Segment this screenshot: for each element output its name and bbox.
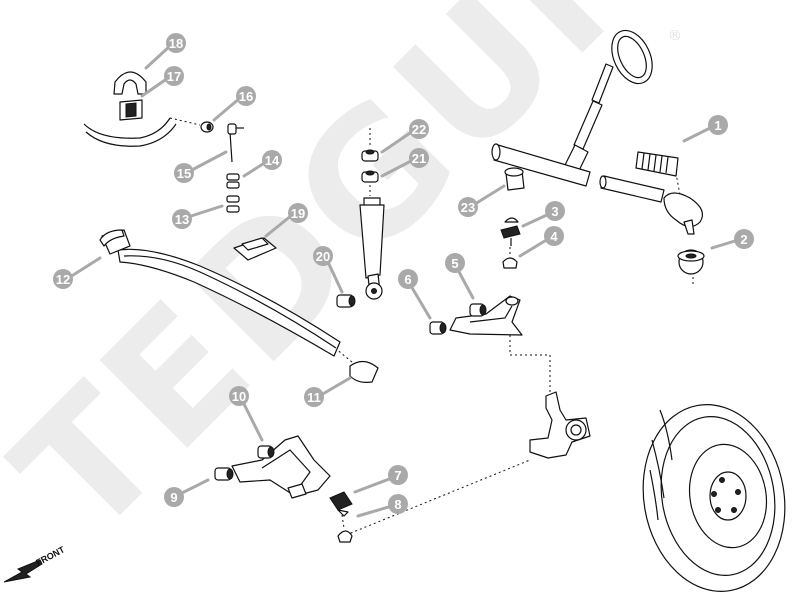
svg-text:1: 1 [714, 118, 721, 133]
callout-23: 23 [458, 184, 506, 217]
svg-text:23: 23 [461, 200, 475, 215]
svg-text:18: 18 [169, 36, 183, 51]
callout-14: 14 [242, 150, 282, 178]
svg-text:20: 20 [316, 249, 330, 264]
svg-text:15: 15 [177, 166, 191, 181]
callout-16: 16 [212, 86, 256, 122]
callout-17: 17 [140, 66, 184, 98]
svg-text:7: 7 [394, 468, 401, 483]
steering-wheel-assembly [491, 29, 653, 187]
callout-5: 5 [445, 253, 475, 300]
svg-text:19: 19 [291, 206, 305, 221]
lower-ball-joint-cap-part [337, 530, 353, 543]
sway-link-part [227, 123, 244, 163]
svg-text:16: 16 [239, 89, 253, 104]
callout-21: 21 [380, 148, 429, 178]
svg-text:13: 13 [175, 212, 189, 227]
svg-text:6: 6 [404, 272, 411, 287]
steering-bushing-part [504, 167, 525, 191]
callout-7: 7 [353, 465, 408, 494]
shock-lower-bushing-part [336, 294, 356, 308]
tie-rod-part [599, 175, 703, 235]
watermark-registered-symbol: ® [668, 28, 682, 44]
callout-22: 22 [380, 119, 429, 154]
callout-11: 11 [304, 376, 352, 407]
svg-text:8: 8 [394, 497, 401, 512]
front-label: FRONT [34, 544, 67, 568]
callout-15: 15 [174, 150, 228, 183]
svg-text:22: 22 [412, 122, 426, 137]
shock-bushing-upper-part [361, 149, 379, 162]
sway-link-washer-lower-part [226, 195, 240, 213]
lower-arm-bushing-part [214, 467, 234, 481]
callout-12: 12 [53, 256, 102, 289]
upper-control-arm-part [449, 295, 523, 336]
bushing-cap-part [502, 257, 518, 269]
svg-text:14: 14 [265, 153, 280, 168]
callout-6: 6 [398, 269, 432, 320]
sway-bar-bracket-part [113, 71, 147, 95]
callout-2: 2 [710, 229, 754, 250]
callout-badges: 1 2 3 4 5 6 7 [53, 33, 754, 518]
callout-8: 8 [356, 494, 408, 518]
spring-pad-part [233, 237, 277, 261]
svg-text:21: 21 [412, 151, 426, 166]
upper-arm-bushing-inner-part [429, 321, 447, 335]
svg-text:10: 10 [232, 389, 246, 404]
callout-20: 20 [313, 246, 344, 294]
leaf-spring-part [117, 248, 341, 357]
svg-text:2: 2 [740, 232, 747, 247]
callout-10: 10 [229, 386, 264, 442]
svg-text:11: 11 [307, 390, 321, 405]
sway-link-bushing-part [200, 121, 214, 133]
sway-bar-bushing-part [119, 99, 143, 121]
svg-text:9: 9 [170, 490, 177, 505]
sway-bar-part [83, 117, 177, 147]
front-direction-arrow: FRONT [3, 544, 67, 583]
callout-9: 9 [164, 478, 210, 507]
svg-text:3: 3 [551, 204, 558, 219]
upper-arm-bushing-part [469, 303, 487, 317]
callout-1: 1 [682, 115, 728, 143]
lower-ball-joint-part [329, 491, 353, 517]
leaf-spring-bushing-front-part [99, 229, 131, 255]
callout-18: 18 [144, 33, 186, 70]
ball-joint-boot-part [677, 249, 705, 275]
lower-control-arm-part [231, 435, 331, 499]
callout-19: 19 [264, 203, 308, 238]
wheel-tire-part [642, 404, 786, 592]
svg-text:17: 17 [167, 69, 181, 84]
svg-text:5: 5 [451, 256, 458, 271]
svg-text:12: 12 [56, 272, 70, 287]
shock-bushing-lower-part [361, 170, 379, 183]
callout-13: 13 [172, 204, 224, 229]
steering-knuckle-part [529, 391, 591, 459]
steering-boot-part [635, 151, 679, 177]
lower-arm-bushing-upper-part [257, 445, 275, 459]
assembly-dotted-lines [169, 117, 694, 536]
shock-absorber-part [359, 197, 385, 300]
leaf-spring-bushing-rear-part [349, 360, 379, 383]
svg-text:4: 4 [550, 229, 558, 244]
callout-3: 3 [521, 201, 565, 228]
sway-link-washer-upper-part [226, 173, 240, 189]
callout-4: 4 [518, 226, 564, 258]
ball-joint-part [500, 217, 521, 246]
